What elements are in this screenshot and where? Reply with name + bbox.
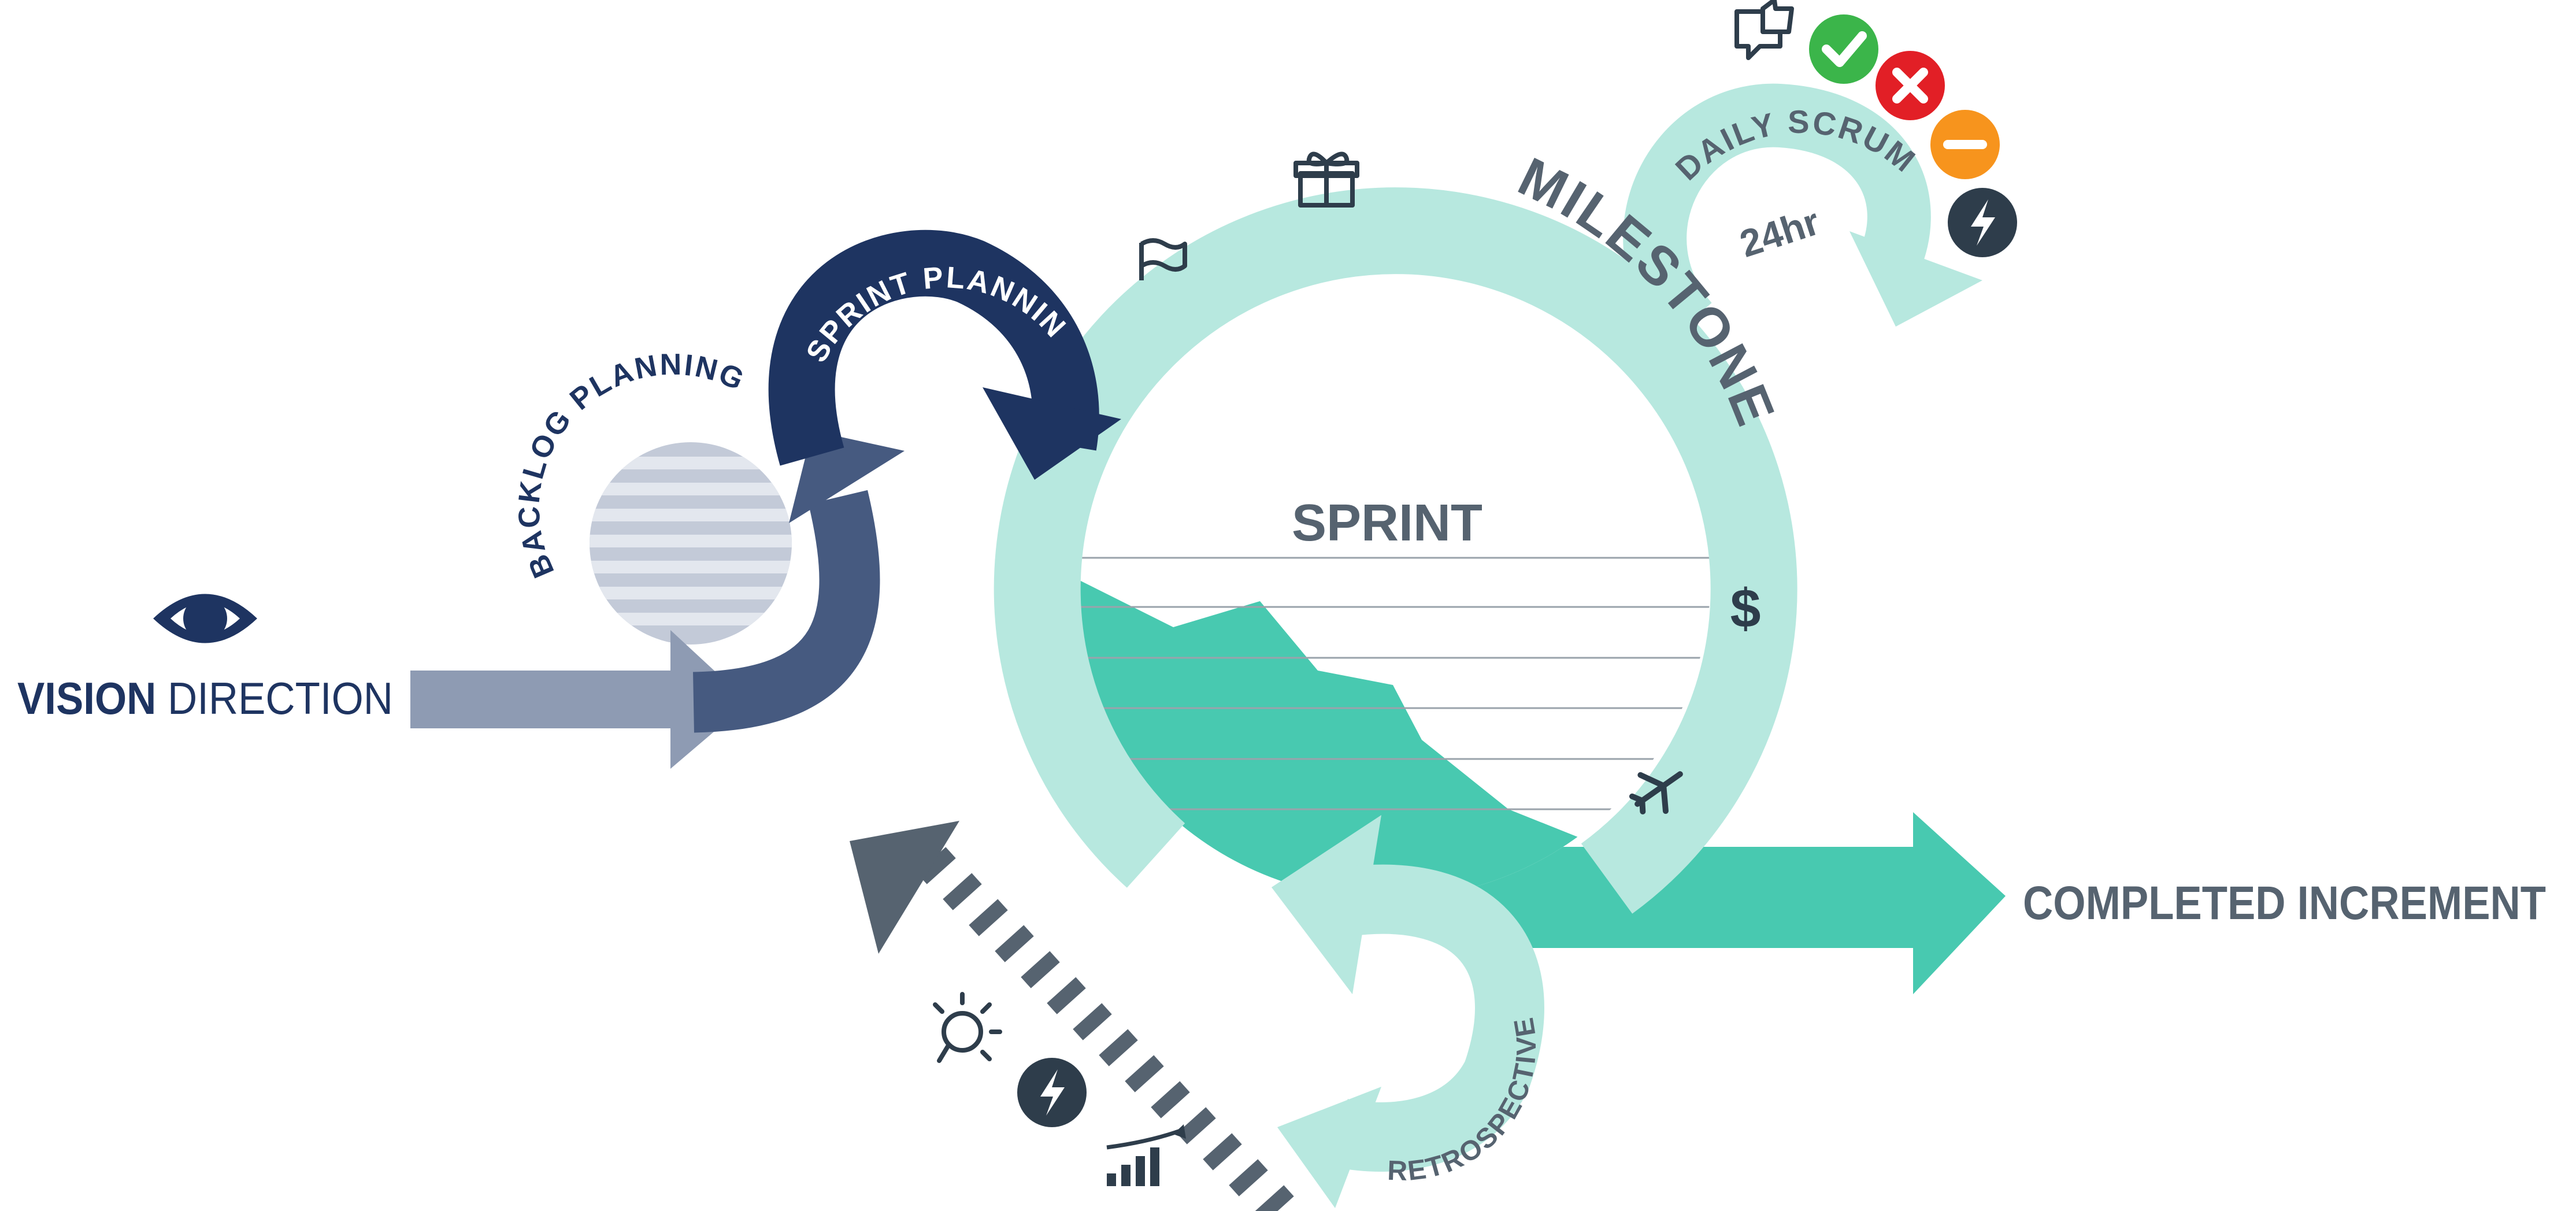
daily-scrum-arrowhead (1849, 231, 1982, 327)
lightning-icon (1948, 188, 2017, 257)
sprint-label: SPRINT (1292, 494, 1482, 552)
eye-icon (153, 594, 257, 643)
backlog-to-sprint-arrow (692, 490, 880, 733)
sprint-planning-label: SPRINT PLANNING (0, 0, 1073, 368)
growth-chart-icon (1106, 1124, 1186, 1186)
lightning-icon (1017, 1058, 1087, 1127)
lightbulb-icon (933, 992, 1002, 1063)
backlog-circle (590, 442, 792, 645)
completed-increment-arrow (1445, 812, 2006, 994)
retrospective-loop (1334, 864, 1544, 1172)
flag-icon (1139, 238, 1187, 280)
retrospective-hatched-arrowhead (850, 821, 959, 954)
sprint-planning-arrowhead (983, 387, 1121, 480)
sprint-planning-arc (768, 229, 1099, 466)
daily-duration-label: 24hr (1734, 199, 1824, 265)
airplane-icon (1629, 771, 1683, 814)
completed-increment-label: COMPLETED INCREMENT (2023, 877, 2546, 929)
retrospective-hatched-arrow (850, 821, 1294, 1211)
vision-label-rest: DIRECTION (156, 673, 393, 724)
close-icon (1876, 51, 1945, 120)
dollar-icon: $ (1730, 578, 1761, 639)
milestones-ring (994, 187, 1797, 914)
gift-icon (1293, 151, 1359, 208)
minus-icon (1930, 110, 2000, 179)
vision-label-bold: VISION (17, 673, 156, 724)
vision-direction-arrow (410, 630, 748, 769)
thumbs-up-chat-icon (1734, 0, 1794, 60)
daily-scrum-loop (1623, 83, 1931, 345)
vision-direction-label: VISION DIRECTION (17, 673, 393, 724)
retrospective-arrowhead (1277, 1087, 1381, 1208)
sprint-planning-text: SPRINT PLANNING (0, 0, 1072, 368)
milestones-ring-arrowhead (1272, 815, 1381, 994)
check-icon (1809, 14, 1878, 84)
